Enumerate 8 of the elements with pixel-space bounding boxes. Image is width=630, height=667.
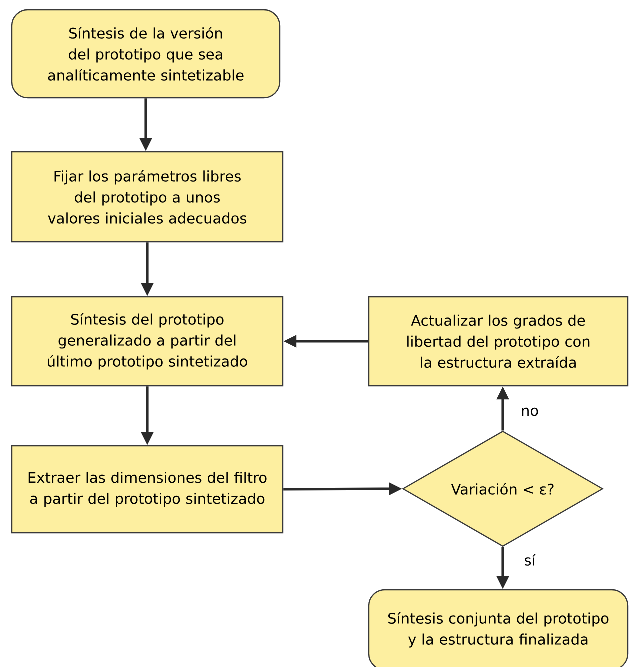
terminal-box: Síntesis de la versión del prototipo que sea analíticamente sintetizable	[11, 9, 281, 99]
terminal-box: Síntesis conjunta del prototipo y la estructura finalizada	[368, 589, 629, 667]
process-box: Extraer las dimensiones del filtro a partir del prototipo sintetizado	[11, 445, 284, 534]
process-box: Síntesis del prototipo generalizado a partir del último prototipo sintetizado	[11, 296, 284, 387]
edge-label: no	[520, 406, 540, 418]
edge-label: sí	[523, 553, 537, 567]
process-box: Fijar los parámetros libres del prototipo a unos valores iniciales adecuados	[11, 151, 284, 243]
process-box: Actualizar los grados de libertad del prototipo con la estructura extraída	[368, 296, 629, 387]
